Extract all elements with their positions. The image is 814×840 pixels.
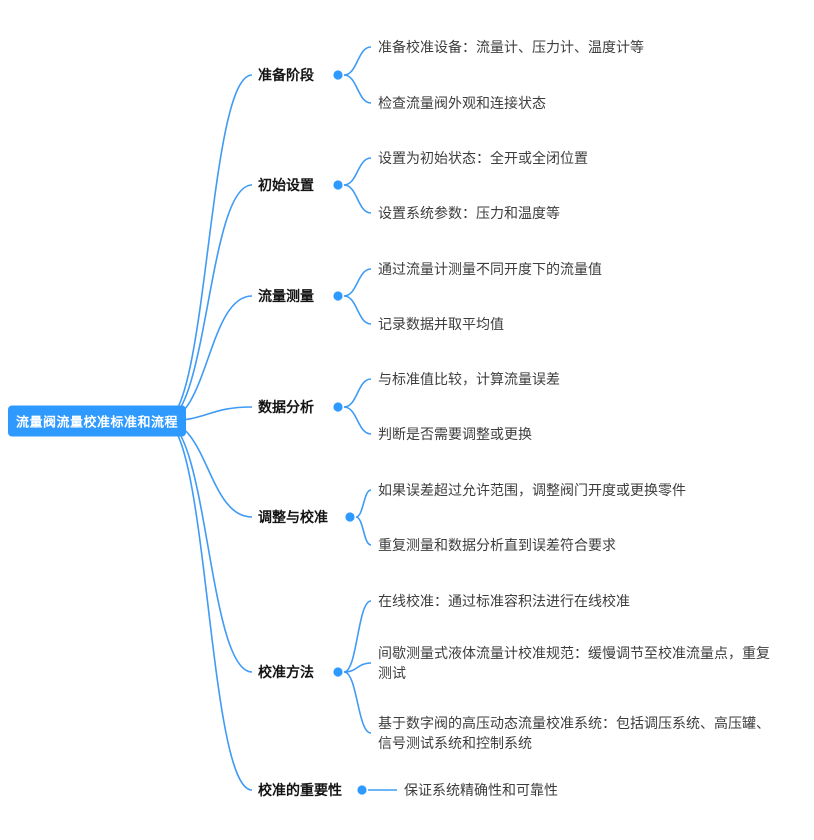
branch-collapse-dot[interactable]	[345, 512, 355, 522]
leaf-node[interactable]: 保证系统精确性和可靠性	[404, 782, 558, 798]
link-root-branch	[163, 295, 253, 422]
branch-collapse-dot[interactable]	[333, 180, 343, 190]
link-branch-leaf	[343, 600, 372, 673]
branch-node[interactable]: 校准方法	[258, 664, 314, 680]
link-root-branch	[163, 420, 253, 791]
link-root-branch	[163, 74, 253, 422]
link-root-branch	[163, 420, 253, 673]
branch-collapse-dot[interactable]	[357, 785, 367, 795]
leaf-node[interactable]: 设置为初始状态：全开或全闭位置	[378, 150, 588, 166]
link-branch-leaf	[343, 406, 372, 435]
branch-node[interactable]: 准备阶段	[258, 67, 314, 83]
branch-collapse-dot[interactable]	[333, 70, 343, 80]
leaf-node[interactable]: 判断是否需要调整或更换	[378, 426, 532, 442]
branch-node[interactable]: 流量测量	[258, 288, 314, 304]
branch-node[interactable]: 数据分析	[258, 399, 314, 415]
link-branch-leaf	[343, 662, 372, 673]
leaf-node[interactable]: 如果误差超过允许范围，调整阀门开度或更换零件	[378, 482, 686, 498]
leaf-node[interactable]: 与标准值比较，计算流量误差	[378, 371, 560, 387]
link-branch-leaf	[355, 489, 372, 518]
link-root-branch	[163, 184, 253, 422]
link-branch-leaf	[343, 46, 372, 76]
leaf-node[interactable]: 准备校准设备：流量计、压力计、温度计等	[378, 39, 644, 55]
branch-collapse-dot[interactable]	[333, 667, 343, 677]
leaf-node[interactable]: 在线校准：通过标准容积法进行在线校准	[378, 593, 630, 609]
leaf-node[interactable]: 记录数据并取平均值	[378, 316, 504, 332]
leaf-node[interactable]: 间歇测量式液体流量计校准规范：缓慢调节至校准流量点，重复测试	[378, 645, 770, 681]
link-branch-leaf	[343, 671, 372, 734]
leaf-node[interactable]: 基于数字阀的高压动态流量校准系统：包括调压系统、高压罐、信号测试系统和控制系统	[378, 715, 770, 751]
leaf-node[interactable]: 检查流量阀外观和连接状态	[378, 95, 546, 111]
branch-node[interactable]: 调整与校准	[258, 509, 328, 525]
leaf-node[interactable]: 通过流量计测量不同开度下的流量值	[378, 261, 602, 277]
link-branch-leaf	[343, 295, 372, 325]
link-branch-leaf	[343, 268, 372, 297]
leaf-node[interactable]: 设置系统参数：压力和温度等	[378, 205, 560, 221]
branch-node[interactable]: 校准的重要性	[258, 782, 342, 798]
link-branch-leaf	[343, 157, 372, 186]
link-branch-leaf	[343, 184, 372, 214]
leaf-node[interactable]: 重复测量和数据分析直到误差符合要求	[378, 537, 616, 553]
link-branch-leaf	[343, 74, 372, 104]
branch-collapse-dot[interactable]	[333, 402, 343, 412]
root-node[interactable]: 流量阀流量校准标准和流程	[8, 405, 187, 437]
branch-collapse-dot[interactable]	[333, 291, 343, 301]
link-branch-leaf	[355, 516, 372, 546]
link-branch-leaf	[343, 378, 372, 408]
branch-node[interactable]: 初始设置	[258, 177, 314, 193]
